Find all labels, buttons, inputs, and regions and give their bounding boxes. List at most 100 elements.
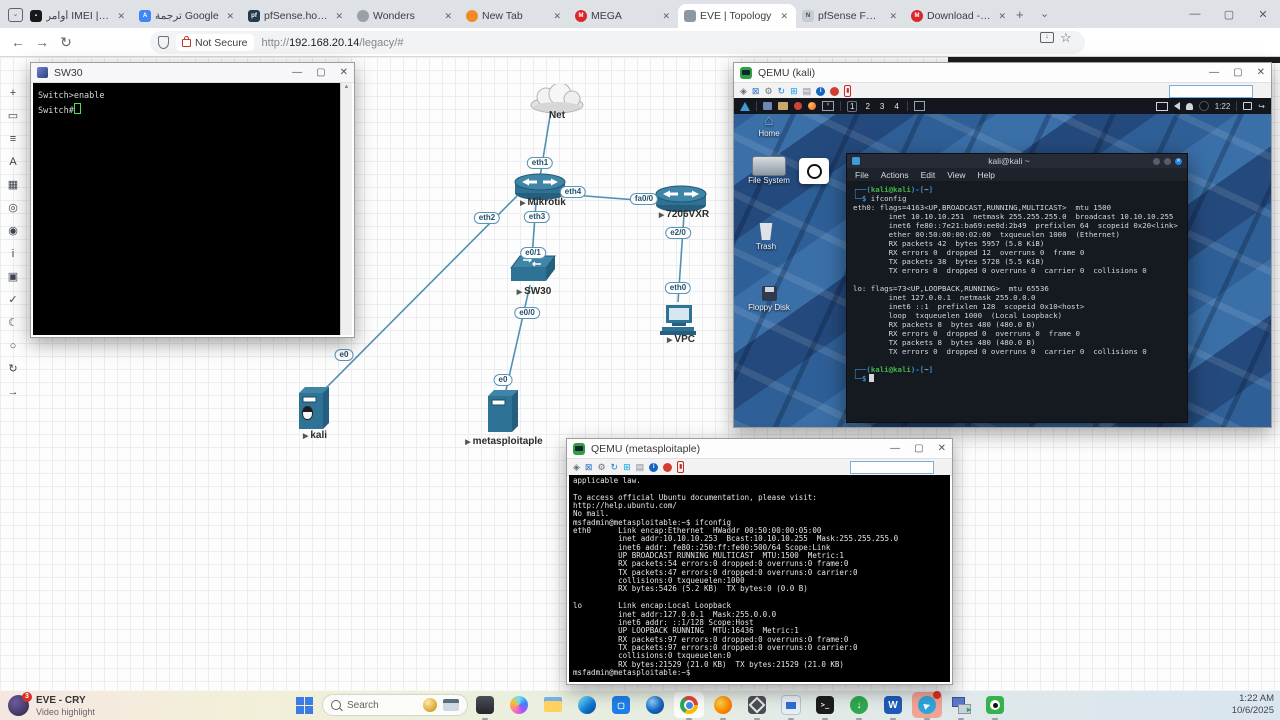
- sw30-maximize-button[interactable]: ▢: [316, 67, 326, 78]
- logout-tool-icon[interactable]: →: [7, 386, 19, 398]
- info-icon[interactable]: i: [649, 462, 659, 472]
- sw30-titlebar[interactable]: SW30 —▢✕: [31, 63, 354, 83]
- settings-gear-icon[interactable]: ⚙: [597, 462, 606, 472]
- taskbar-network-computers-icon[interactable]: ▸: [946, 692, 976, 720]
- taskbar-darkapp-icon[interactable]: [470, 692, 500, 720]
- workspace-2-button[interactable]: 2: [865, 101, 870, 111]
- qemu-msf-window[interactable]: QEMU (metasploitaple) —▢✕ ◈ ⊠ ⚙ ↻ ⊞ ▤ i …: [566, 438, 953, 685]
- taskbar-file-explorer-icon[interactable]: [538, 692, 568, 718]
- msf-terminal[interactable]: applicable law. To access official Ubunt…: [569, 475, 950, 682]
- taskbar-store-icon[interactable]: ▢: [606, 692, 636, 718]
- network-tool-icon[interactable]: ≡: [9, 133, 17, 145]
- tab-close-icon[interactable]: ✕: [780, 10, 788, 21]
- taskbar-chrome-icon[interactable]: [674, 692, 704, 720]
- menu-actions[interactable]: Actions: [880, 169, 909, 180]
- qemu-kali-minimize-button[interactable]: —: [1209, 67, 1220, 78]
- window-app-icon[interactable]: [763, 102, 772, 110]
- power-icon[interactable]: ◈: [740, 86, 747, 96]
- tab-list-chevron-icon[interactable]: ⌄: [1040, 8, 1050, 20]
- night-mode-icon[interactable]: ☾: [8, 317, 18, 329]
- taskbar-copilot-icon[interactable]: [504, 692, 534, 718]
- notification-bell-icon[interactable]: [1185, 102, 1193, 110]
- node-metasploitable[interactable]: [482, 388, 522, 434]
- tab-close-icon[interactable]: ✕: [889, 10, 897, 21]
- node-kali[interactable]: [293, 385, 333, 431]
- fit-screen-icon[interactable]: ⊠: [584, 462, 593, 472]
- power-icon[interactable]: ◈: [573, 462, 580, 472]
- workspace-1-button[interactable]: 1: [847, 100, 858, 112]
- qemu-kali-titlebar[interactable]: QEMU (kali) —▢✕: [734, 63, 1271, 83]
- leave-icon[interactable]: ↪: [1258, 101, 1265, 111]
- qemu-kali-window[interactable]: QEMU (kali) —▢✕ ◈ ⊠ ⚙ ↻ ⊞ ▤ i ▮ ˅: [733, 62, 1272, 428]
- tracker-shield-icon[interactable]: [158, 36, 169, 49]
- node-tool-icon[interactable]: ▭: [7, 110, 19, 122]
- kali-terminal-window[interactable]: kali@kali ~ ✕ File Actions Edit View Hel…: [846, 153, 1188, 423]
- settings-gear-icon[interactable]: ⚙: [764, 86, 773, 96]
- firefox-app-icon[interactable]: [808, 102, 816, 110]
- scroll-up-icon[interactable]: ▲: [343, 84, 350, 90]
- reload-button[interactable]: ↻: [60, 33, 72, 50]
- qemu-msf-input-box[interactable]: [850, 461, 934, 474]
- save-tool-icon[interactable]: ✓: [8, 294, 18, 306]
- fit-screen-icon[interactable]: ⊠: [751, 86, 760, 96]
- record-icon[interactable]: [830, 86, 840, 96]
- desktop-icon-floppy[interactable]: Floppy Disk: [741, 286, 797, 312]
- tab-close-icon[interactable]: ✕: [553, 10, 561, 21]
- screen-icon[interactable]: ▤: [802, 86, 812, 96]
- new-tab-button[interactable]: +: [1016, 7, 1024, 22]
- workspace-switcher-icon[interactable]: [913, 101, 925, 111]
- taskbar-clock[interactable]: 1:22 AM 10/6/2025: [1232, 693, 1274, 717]
- menu-help[interactable]: Help: [977, 169, 995, 180]
- address-bar[interactable]: Not Secure http://192.168.20.14/legacy/#: [150, 31, 1085, 54]
- toast-title[interactable]: EVE - CRY: [36, 695, 86, 706]
- visibility-tool-icon[interactable]: ◉: [8, 225, 18, 237]
- taskbar-globe-icon[interactable]: [640, 692, 670, 718]
- tab-new-tab[interactable]: New Tab✕: [460, 4, 569, 28]
- sw30-minimize-button[interactable]: —: [292, 67, 303, 78]
- kali-logo-icon[interactable]: [740, 101, 750, 111]
- menu-file[interactable]: File: [855, 169, 869, 180]
- config-tool-icon[interactable]: ▣: [7, 271, 19, 283]
- taskbar-sysmonitor-icon[interactable]: [776, 692, 806, 720]
- kali-clock[interactable]: 1:22: [1214, 101, 1231, 111]
- tab-close-icon[interactable]: ✕: [335, 10, 343, 21]
- tab-eve-topology[interactable]: EVE | Topology✕: [678, 4, 796, 28]
- shapes-tool-icon[interactable]: ▦: [7, 179, 19, 191]
- lock-icon[interactable]: [1243, 102, 1253, 110]
- kterm-maximize-button[interactable]: [1164, 157, 1171, 165]
- tab-close-icon[interactable]: ✕: [117, 10, 125, 21]
- folder-app-icon[interactable]: [778, 102, 788, 110]
- search-highlight-image[interactable]: [443, 699, 459, 711]
- windows-logo-icon[interactable]: ⊞: [623, 462, 631, 472]
- qemu-msf-maximize-button[interactable]: ▢: [914, 443, 924, 454]
- sw30-close-button[interactable]: ✕: [339, 67, 348, 78]
- workspace-3-button[interactable]: 3: [879, 101, 885, 111]
- window-minimize-button[interactable]: —: [1189, 8, 1201, 20]
- bookmark-star-icon[interactable]: ☆: [1060, 30, 1072, 45]
- tab-close-icon[interactable]: ✕: [444, 10, 452, 21]
- back-button[interactable]: ←: [11, 34, 25, 50]
- power-tool-icon[interactable]: ○: [9, 340, 17, 352]
- kali-terminal-titlebar[interactable]: kali@kali ~ ✕: [847, 154, 1187, 168]
- security-chip[interactable]: Not Secure: [176, 34, 254, 51]
- qemu-msf-titlebar[interactable]: QEMU (metasploitaple) —▢✕: [567, 439, 952, 459]
- text-tool-icon[interactable]: A: [9, 156, 17, 168]
- node-vpc[interactable]: [658, 303, 698, 337]
- kterm-close-button[interactable]: ✕: [1175, 157, 1182, 165]
- taskbar-firefox-icon[interactable]: [708, 692, 738, 720]
- toast-subtitle[interactable]: Video highlight: [36, 707, 95, 717]
- qemu-msf-minimize-button[interactable]: —: [890, 443, 901, 454]
- taskbar-word-icon[interactable]: W: [878, 692, 908, 720]
- desktop-icon-trash[interactable]: Trash: [738, 223, 794, 251]
- install-app-icon[interactable]: ↓: [1040, 32, 1054, 43]
- refresh-icon[interactable]: ↻: [610, 462, 619, 472]
- window-maximize-button[interactable]: ▢: [1223, 8, 1235, 21]
- search-highlight-coin-icon[interactable]: [423, 698, 437, 712]
- sw30-terminal[interactable]: Switch>enable Switch# ▲: [33, 83, 352, 335]
- taskbar-telegram-icon[interactable]: ▶: [912, 691, 942, 720]
- windows-logo-icon[interactable]: ⊞: [790, 86, 798, 96]
- kali-vm-screen[interactable]: ˅ 1 2 3 4 1:22 ↪: [734, 98, 1271, 427]
